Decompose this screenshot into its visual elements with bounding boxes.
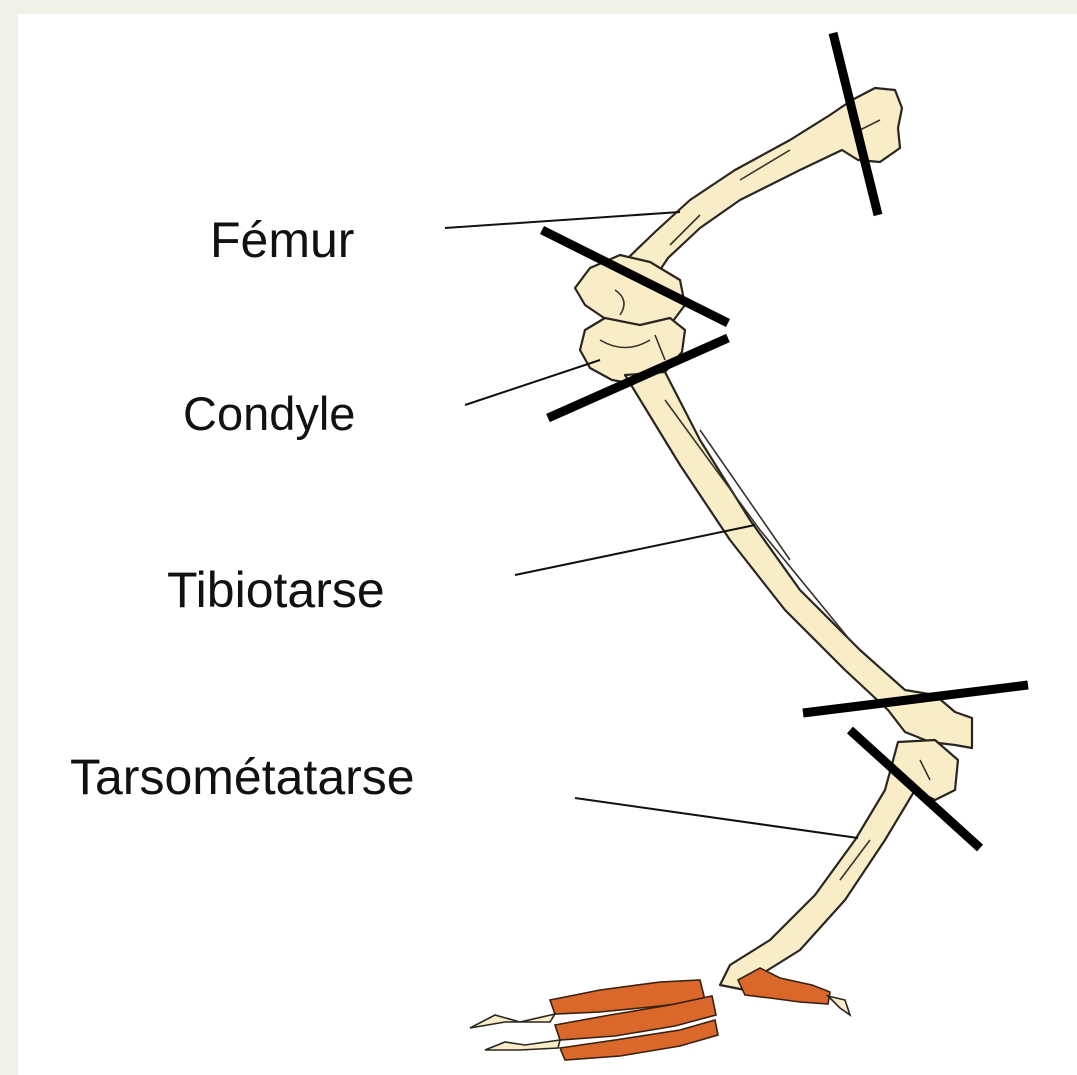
tibiotarse-bone (625, 372, 972, 748)
label-condyle: Condyle (183, 390, 355, 437)
leader-line-tibiotarse (515, 525, 755, 575)
label-tibiotarse: Tibiotarse (167, 565, 385, 615)
leader-line-femur (445, 212, 680, 228)
label-femur: Fémur (210, 215, 354, 265)
leader-line-tarsometatarse (575, 798, 858, 838)
label-tarsometatarse: Tarsométatarse (70, 752, 415, 802)
leader-line-condyle (465, 360, 600, 405)
toes (470, 968, 850, 1060)
tarsometatarse-bone (720, 740, 958, 990)
